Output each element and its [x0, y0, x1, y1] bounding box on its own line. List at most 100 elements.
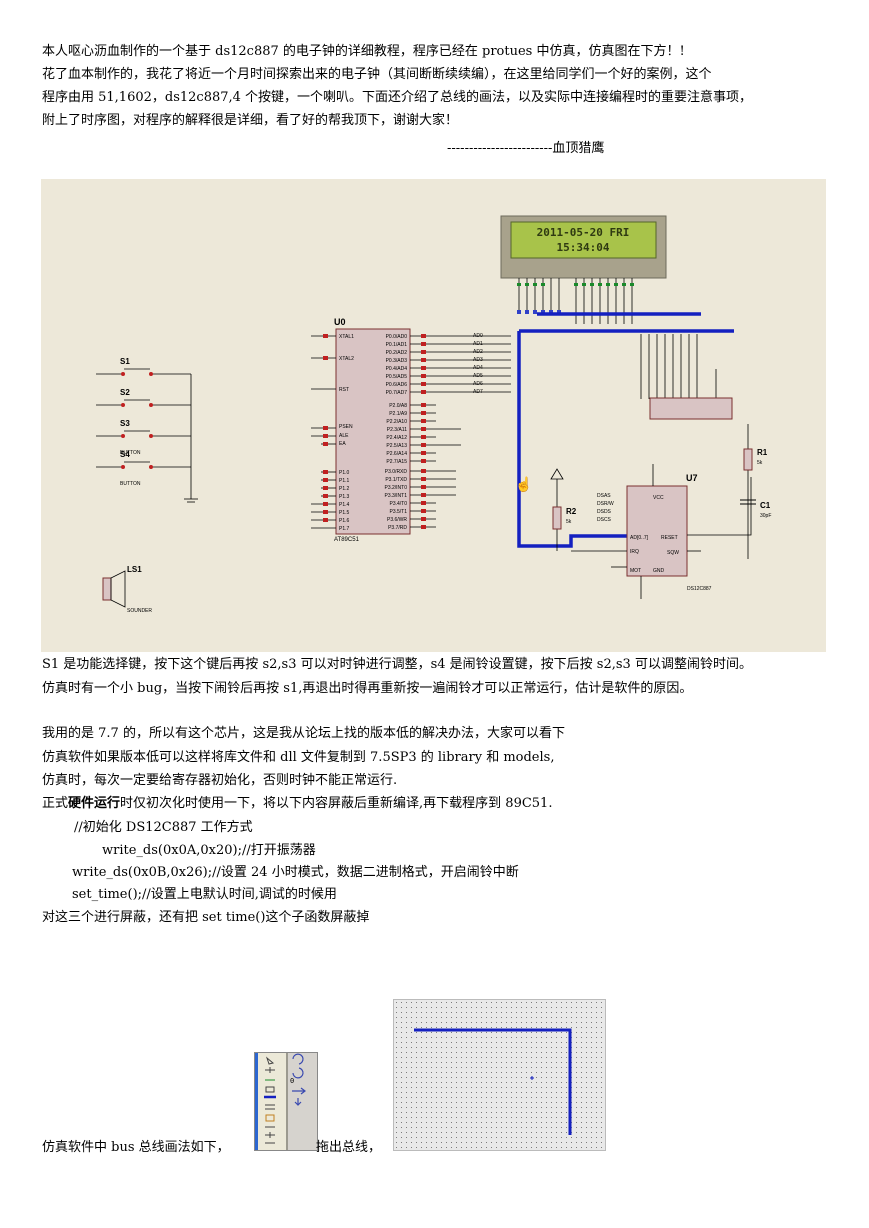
hand-cursor-icon: ☝	[515, 475, 532, 493]
svg-text:P1.2: P1.2	[339, 486, 350, 492]
svg-text:P2.6/A14: P2.6/A14	[386, 451, 407, 457]
svg-text:RST: RST	[339, 387, 349, 393]
svg-text:AD4: AD4	[473, 365, 483, 371]
resistor-r2	[552, 506, 562, 530]
bus-text-2: 拖出总线，	[316, 1140, 382, 1155]
svg-text:P1.1: P1.1	[339, 478, 350, 484]
rotate-cw-icon	[292, 1053, 304, 1065]
hw-pre: 正式	[42, 796, 69, 811]
body-line-1: 我用的是 7.7 的，所以有这个芯片，这是我从论坛上找的版本低的解决办法，大家可…	[42, 726, 565, 741]
note-line-2: 仿真时有一个小 bug，当按下闹铃后再按 s1,再退出时得再重新按一遍闹铃才可以…	[42, 681, 693, 696]
svg-text:DSR/W: DSR/W	[597, 501, 614, 507]
crosshair-icon	[530, 1076, 534, 1080]
code-line-2: write_ds(0x0B,0x26);//设置 24 小时模式，数据二进制格式…	[72, 865, 519, 880]
pointer-icon	[265, 1056, 275, 1065]
rtc-body	[626, 485, 688, 577]
svg-text:AD5: AD5	[473, 373, 483, 379]
svg-text:P0.4/AD4: P0.4/AD4	[386, 366, 408, 372]
svg-text:P2.2/A10: P2.2/A10	[386, 419, 407, 425]
svg-text:P2.7/A15: P2.7/A15	[386, 459, 407, 465]
label-icon	[265, 1086, 275, 1093]
svg-text:RESET: RESET	[661, 535, 678, 541]
bus-drawing-svg	[414, 1028, 572, 1135]
svg-text:P1.6: P1.6	[339, 518, 350, 524]
svg-text:DSCS: DSCS	[597, 517, 612, 523]
proteus-toolbar-image: 0	[254, 1052, 318, 1151]
speaker-body	[102, 577, 112, 601]
svg-text:P0.0/AD0: P0.0/AD0	[386, 334, 408, 340]
lcd-screen	[510, 221, 657, 259]
svg-text:C1: C1	[760, 501, 771, 510]
svg-text:AD1: AD1	[473, 341, 483, 347]
svg-text:AD3: AD3	[473, 357, 483, 363]
mcu-body	[335, 328, 411, 535]
shield-note: 对这三个进行屏蔽，还有把 set time()这个子函数屏蔽掉	[42, 910, 370, 925]
flip-icon	[294, 1098, 302, 1106]
svg-text:P3.4/T0: P3.4/T0	[389, 501, 407, 507]
svg-text:P2.5/A13: P2.5/A13	[386, 443, 407, 449]
pin-icon	[265, 1132, 275, 1138]
svg-text:BUTTON: BUTTON	[120, 481, 141, 487]
subcircuit-icon	[265, 1114, 275, 1122]
svg-text:SQW: SQW	[667, 550, 679, 556]
svg-text:AD[0..7]: AD[0..7]	[630, 535, 649, 541]
svg-text:VCC: VCC	[653, 495, 664, 501]
svg-text:P3.5/T1: P3.5/T1	[389, 509, 407, 515]
hw-post: 时仅初次化时使用一下，将以下内容屏蔽后重新编译,再下载程序到 89C51.	[120, 796, 553, 811]
svg-text:P3.3/INT1: P3.3/INT1	[384, 493, 407, 499]
toolbar-svg: 0	[255, 1053, 306, 1150]
speaker-part: SOUNDER	[127, 608, 152, 614]
svg-text:DSDS: DSDS	[597, 509, 612, 515]
switch-s4: S4	[120, 450, 130, 459]
svg-text:P3.0/RXD: P3.0/RXD	[385, 469, 408, 475]
body-line-4: 正式硬件运行时仅初次化时使用一下，将以下内容屏蔽后重新编译,再下载程序到 89C…	[42, 796, 552, 812]
bus-text-1: 仿真软件中 bus 总线画法如下，	[42, 1140, 230, 1155]
svg-text:AD6: AD6	[473, 381, 483, 387]
svg-text:5k: 5k	[757, 460, 763, 466]
intro-line-2: 花了血本制作的，我花了将近一个月时间探索出来的电子钟（其间断断续续编），在这里给…	[42, 67, 712, 82]
svg-text:P0.3/AD3: P0.3/AD3	[386, 358, 408, 364]
svg-text:AD0: AD0	[473, 333, 483, 339]
svg-text:P2.1/A9: P2.1/A9	[389, 411, 407, 417]
body-line-3: 仿真时，每次一定要给寄存器初始化，否则时钟不能正常运行.	[42, 773, 398, 788]
hw-bold-link[interactable]: 硬件运行	[68, 796, 121, 811]
svg-text:P0.5/AD5: P0.5/AD5	[386, 374, 408, 380]
note-line-1: S1 是功能选择键，按下这个键后再按 s2,s3 可以对时钟进行调整，s4 是闹…	[42, 657, 752, 672]
svg-text:R1: R1	[757, 448, 768, 457]
svg-text:ALE: ALE	[339, 433, 349, 439]
svg-text:P0.7/AD7: P0.7/AD7	[386, 390, 408, 396]
text-icon	[265, 1104, 275, 1110]
svg-text:P1.7: P1.7	[339, 526, 350, 532]
switch-s3: S3	[120, 419, 130, 428]
author-signature: ------------------------血顶猎鹰	[447, 141, 605, 156]
rtc-part: DS12C887	[687, 586, 712, 592]
lcd-line-2: 15:34:04	[557, 241, 610, 254]
schematic-svg: 2011-05-20 FRI 15:34:04 U0 AT89C51 XTAL1…	[96, 215, 771, 614]
svg-text:AD7: AD7	[473, 389, 483, 395]
switch-s1: S1	[120, 357, 130, 366]
svg-text:P2.0/A8: P2.0/A8	[389, 403, 407, 409]
mcu-part: AT89C51	[334, 537, 360, 543]
svg-text:P3.1/TXD: P3.1/TXD	[385, 477, 407, 483]
mirror-icon	[292, 1087, 306, 1095]
code-comment: //初始化 DS12C887 工作方式	[74, 820, 253, 835]
svg-text:EA: EA	[339, 441, 346, 447]
schematic-figure: 2011-05-20 FRI 15:34:04 U0 AT89C51 XTAL1…	[41, 179, 826, 652]
svg-text:5k: 5k	[566, 519, 572, 525]
speaker-ref: LS1	[127, 565, 142, 574]
switch-s2: S2	[120, 388, 130, 397]
svg-text:P3.2/INT0: P3.2/INT0	[384, 485, 407, 491]
svg-text:P1.5: P1.5	[339, 510, 350, 516]
body-line-2: 仿真软件如果版本低可以这样将库文件和 dll 文件复制到 7.5SP3 的 li…	[42, 750, 555, 765]
mcu-ref: U0	[334, 317, 346, 327]
svg-text:P0.1/AD1: P0.1/AD1	[386, 342, 408, 348]
svg-text:P0.2/AD2: P0.2/AD2	[386, 350, 408, 356]
intro-line-3: 程序由用 51,1602，ds12c887,4 个按键，一个喇叭。下面还介绍了总…	[42, 90, 753, 105]
svg-text:P1.4: P1.4	[339, 502, 350, 508]
svg-text:P1.3: P1.3	[339, 494, 350, 500]
bus-drawing-canvas	[393, 999, 606, 1151]
rotate-ccw-icon	[292, 1067, 304, 1079]
svg-text:30pF: 30pF	[760, 513, 771, 519]
svg-text:GND: GND	[653, 568, 665, 574]
svg-text:P0.6/AD6: P0.6/AD6	[386, 382, 408, 388]
